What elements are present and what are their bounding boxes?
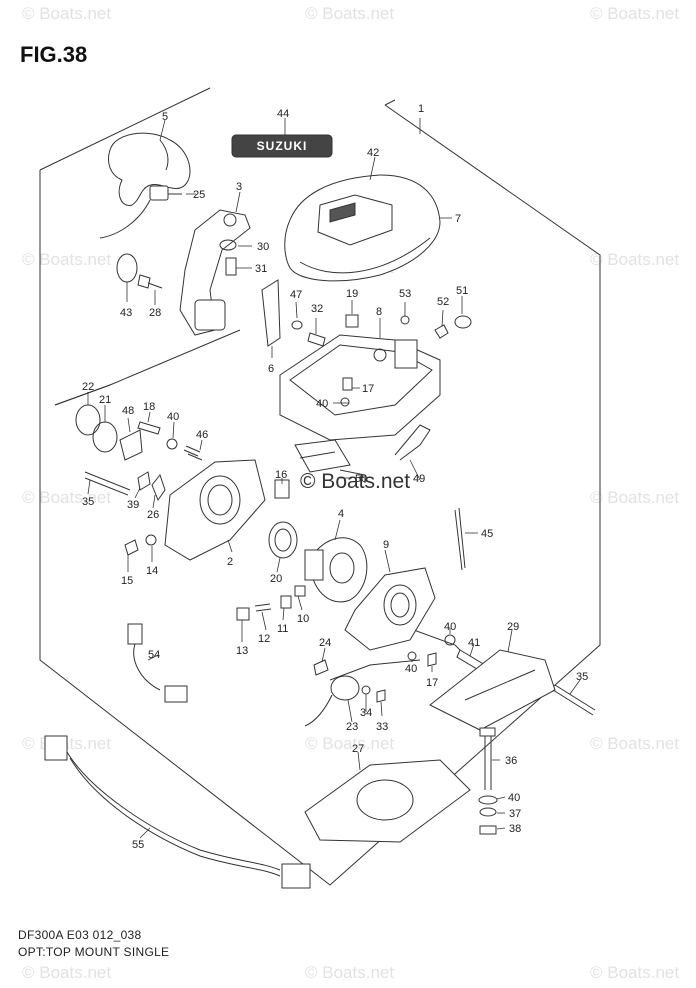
- callout-14: 14: [146, 565, 158, 577]
- leader-lines: [87, 118, 581, 839]
- callout-8: 8: [376, 306, 382, 318]
- watermark: © Boats.net: [22, 4, 112, 23]
- callout-27: 27: [352, 743, 364, 755]
- callout-26: 26: [147, 509, 159, 521]
- callout-40c: 40: [444, 621, 456, 633]
- callout-39: 39: [127, 499, 139, 511]
- callout-43: 43: [120, 307, 132, 319]
- callout-52: 52: [437, 296, 449, 308]
- watermark: © Boats.net: [305, 963, 395, 982]
- footer-code: DF300A E03 012_038: [18, 928, 142, 942]
- callout-19: 19: [346, 288, 358, 300]
- callout-40e: 40: [508, 792, 520, 804]
- callout-40b: 40: [167, 411, 179, 423]
- callout-33: 33: [376, 721, 388, 733]
- switch-plate: [294, 439, 351, 473]
- handle-grip: [108, 132, 191, 206]
- callout-38: 38: [509, 823, 521, 835]
- gear-housing: [164, 459, 266, 561]
- callout-45: 45: [481, 528, 493, 540]
- callout-6: 6: [268, 363, 274, 375]
- callout-10: 10: [297, 613, 309, 625]
- suzuki-logo-plate: [231, 134, 333, 158]
- callout-55: 55: [132, 839, 144, 851]
- callout-47: 47: [290, 289, 302, 301]
- callout-48: 48: [122, 405, 134, 417]
- callout-34: 34: [360, 707, 372, 719]
- callout-35b: 35: [576, 671, 588, 683]
- callout-3: 3: [236, 181, 242, 193]
- callout-2: 2: [227, 556, 233, 568]
- callout-21: 21: [99, 394, 111, 406]
- suzuki-logo-text: SUZUKI: [257, 139, 308, 153]
- callout-44: 44: [277, 108, 289, 120]
- callout-24: 24: [319, 637, 331, 649]
- secondary-housing: [344, 567, 436, 651]
- callout-46: 46: [196, 429, 208, 441]
- callout-labels: 1 2 3 4 5 6 7 8 9 10 11 12 13 14 15 16 1…: [82, 103, 588, 851]
- callout-32: 32: [311, 303, 323, 315]
- callout-15: 15: [121, 575, 133, 587]
- callout-40d: 40: [405, 663, 417, 675]
- watermark: © Boats.net: [305, 734, 395, 753]
- callout-9: 9: [383, 539, 389, 551]
- callout-12: 12: [258, 633, 270, 645]
- callout-25: 25: [193, 189, 205, 201]
- callout-36: 36: [505, 755, 517, 767]
- base-gasket: [304, 759, 471, 843]
- watermark: © Boats.net: [590, 250, 680, 269]
- callout-13: 13: [236, 645, 248, 657]
- figure-title: FIG.38: [20, 42, 88, 67]
- mount-bracket: [429, 649, 556, 731]
- callout-30: 30: [257, 241, 269, 253]
- drive-gear: [309, 537, 368, 603]
- callout-49: 49: [413, 473, 425, 485]
- callout-17a: 17: [362, 383, 374, 395]
- watermark: © Boats.net: [590, 488, 680, 507]
- callout-4: 4: [338, 508, 344, 520]
- callout-42: 42: [367, 147, 379, 159]
- watermark: © Boats.net: [590, 734, 680, 753]
- center-watermark: © Boats.net: [300, 470, 411, 493]
- callout-35a: 35: [82, 496, 94, 508]
- callout-41: 41: [468, 637, 480, 649]
- callout-22: 22: [82, 381, 94, 393]
- callout-11: 11: [277, 623, 288, 635]
- callout-40a: 40: [316, 398, 328, 410]
- footer-description: OPT:TOP MOUNT SINGLE: [18, 945, 170, 959]
- watermark: © Boats.net: [22, 963, 112, 982]
- callout-37: 37: [509, 808, 521, 820]
- callout-1: 1: [418, 103, 424, 115]
- watermark: © Boats.net: [22, 250, 112, 269]
- callout-23: 23: [346, 721, 358, 733]
- watermark: © Boats.net: [22, 488, 112, 507]
- callout-51: 51: [456, 285, 468, 297]
- assembly-boundary: [39, 104, 601, 886]
- callout-28: 28: [149, 307, 161, 319]
- callout-53: 53: [399, 288, 411, 300]
- callout-50: 50: [355, 473, 367, 485]
- callout-18: 18: [143, 401, 155, 413]
- callout-29: 29: [507, 621, 519, 633]
- watermark: © Boats.net: [305, 4, 395, 23]
- callout-31: 31: [255, 263, 267, 275]
- callout-5: 5: [162, 111, 168, 123]
- callout-20: 20: [270, 573, 282, 585]
- watermark: © Boats.net: [590, 963, 680, 982]
- watermark: © Boats.net: [590, 4, 680, 23]
- callout-16: 16: [275, 469, 287, 481]
- callout-17b: 17: [426, 677, 438, 689]
- callout-7: 7: [455, 213, 461, 225]
- callout-54: 54: [148, 649, 160, 661]
